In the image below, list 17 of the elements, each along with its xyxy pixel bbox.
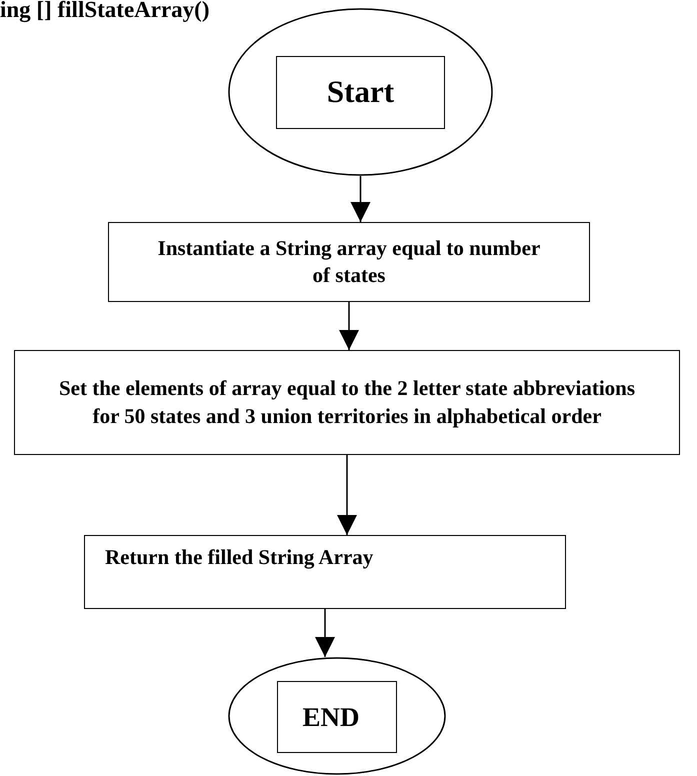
step-text: Return the filled String Array bbox=[105, 544, 374, 571]
terminal-ellipse bbox=[228, 8, 493, 176]
process-box bbox=[108, 222, 590, 302]
arrow bbox=[315, 609, 335, 657]
step-text: Start bbox=[326, 73, 394, 112]
process-box bbox=[276, 56, 445, 129]
title: ing [] fillStateArray() bbox=[0, 0, 210, 24]
arrow bbox=[339, 302, 359, 350]
terminal-ellipse bbox=[228, 657, 446, 775]
arrow bbox=[337, 455, 357, 535]
process-box bbox=[14, 350, 680, 455]
process-box bbox=[277, 681, 397, 753]
step-text: Instantiate a String array equal to number of states bbox=[157, 234, 541, 289]
step-text: END bbox=[302, 700, 360, 734]
step-text: Set the elements of array equal to the 2 letter state abbreviations for 50 states and 3 union territories in alphabetical order bbox=[58, 375, 636, 430]
arrow bbox=[350, 176, 370, 222]
process-box bbox=[84, 535, 566, 609]
